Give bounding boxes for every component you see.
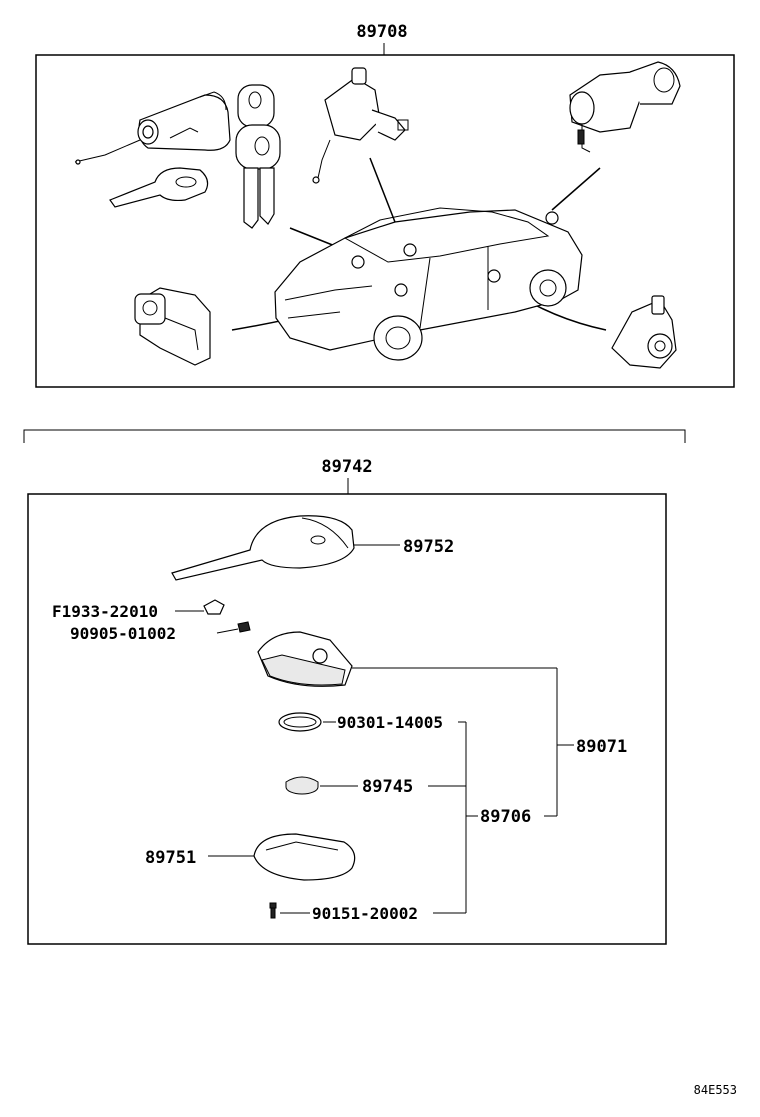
transmitter-housing-part bbox=[257, 631, 353, 687]
leader-small-screw bbox=[216, 628, 239, 634]
cover-part bbox=[253, 833, 356, 881]
small-screw-part bbox=[237, 621, 251, 633]
glove-compartment-lock bbox=[134, 287, 211, 366]
bracket-transmitter-key bbox=[23, 429, 686, 443]
screw-part bbox=[269, 902, 277, 919]
vehicle-outline bbox=[274, 207, 583, 361]
label-o-ring: 90301-14005 bbox=[337, 713, 443, 732]
o-ring-part bbox=[278, 712, 322, 732]
box-transmitter-key bbox=[27, 493, 667, 945]
ignition-lock-cylinder bbox=[74, 91, 231, 165]
master-keys bbox=[235, 84, 281, 229]
label-transmitter-housing: 89071 bbox=[576, 737, 627, 757]
battery-part bbox=[285, 776, 319, 795]
label-key-head: 89752 bbox=[403, 537, 454, 557]
transponder-key bbox=[109, 167, 209, 208]
label-small-screw: 90905-01002 bbox=[70, 624, 176, 643]
label-battery: 89745 bbox=[362, 777, 413, 797]
door-lock-cylinder-right bbox=[569, 61, 681, 153]
label-lock-cylinder-set: 89708 bbox=[356, 22, 407, 42]
clip-part bbox=[203, 599, 225, 615]
box-lock-cylinder-set bbox=[35, 54, 735, 388]
door-lock-cylinder-left bbox=[611, 295, 677, 369]
label-screw: 90151-20002 bbox=[312, 904, 418, 923]
label-clip: F1933-22010 bbox=[52, 602, 158, 621]
label-cover: 89751 bbox=[145, 848, 196, 868]
figure-code: 84E553 bbox=[694, 1083, 737, 1097]
label-transmitter-key: 89742 bbox=[321, 457, 372, 477]
key-head-part bbox=[171, 515, 355, 581]
luggage-lock-actuator bbox=[312, 67, 409, 184]
label-transmitter-sub-assy: 89706 bbox=[480, 807, 531, 827]
